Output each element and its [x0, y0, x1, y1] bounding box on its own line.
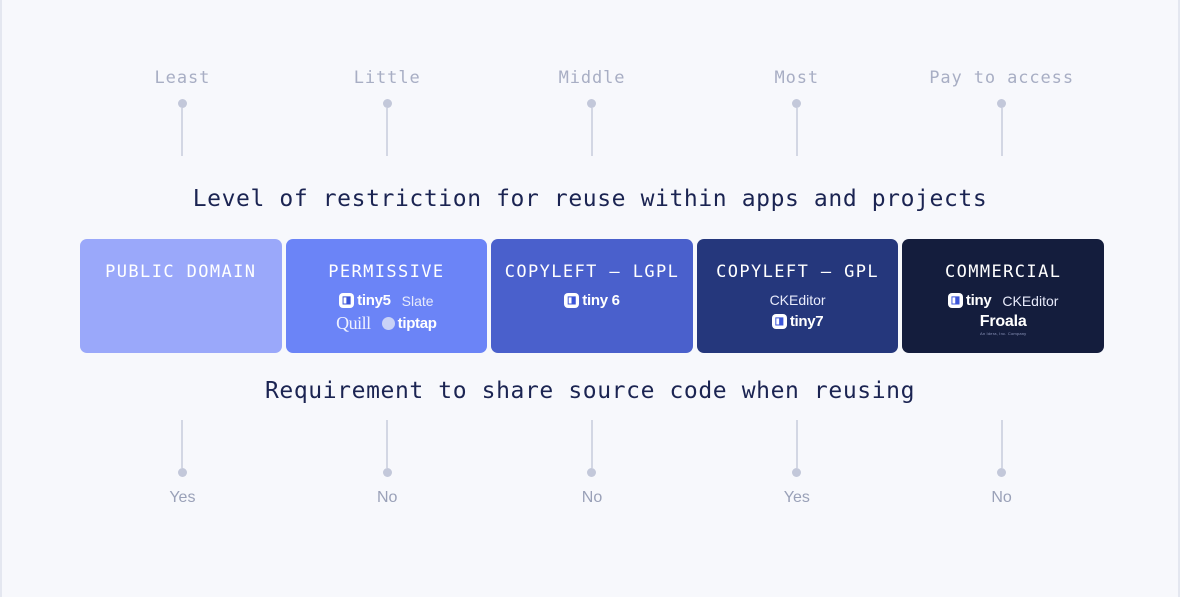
product-logo-name: Quill — [336, 313, 371, 333]
product-logo-name: tiny7 — [789, 313, 824, 330]
product-logo: ◨tiny — [947, 292, 992, 309]
license-tier-title: COPYLEFT — GPL — [716, 262, 880, 282]
top-marker-label: Little — [353, 68, 421, 88]
product-logo-name: tiny5 — [357, 292, 391, 309]
top-marker: Little — [285, 68, 490, 156]
license-tier-card[interactable]: COPYLEFT — GPL CKEditor ◨tiny7 — [696, 239, 899, 353]
top-marker: Pay to access — [899, 68, 1104, 156]
license-tier-logo-row: Quill tiptap — [336, 314, 437, 332]
top-marker-stem — [386, 108, 389, 156]
bottom-marker-dot-icon — [792, 468, 802, 477]
product-logo-name: tiny 6 — [582, 292, 620, 309]
bottom-marker-stem — [590, 420, 593, 468]
bottom-marker-label: Yes — [169, 489, 196, 506]
bottom-marker-label: Yes — [783, 489, 810, 506]
product-logo-name: CKEditor — [1002, 292, 1059, 309]
bottom-marker-label: No — [991, 489, 1012, 506]
license-tier-card[interactable]: PUBLIC DOMAIN — [80, 239, 282, 353]
top-marker-dot-icon — [792, 99, 802, 108]
product-logo: CKEditor — [1002, 293, 1058, 309]
product-logo-name: Froala — [979, 313, 1027, 330]
top-marker-label: Pay to access — [929, 68, 1074, 88]
license-tier-logo-row: ◨tiny5 Slate — [339, 292, 434, 309]
bottom-marker: No — [899, 420, 1104, 508]
license-tier-logo-row: ◨tiny 6 — [564, 292, 620, 309]
product-logo-name: CKEditor — [769, 292, 826, 308]
top-marker-stem — [181, 108, 184, 156]
top-marker: Middle — [490, 68, 695, 156]
bottom-marker-dot-icon — [587, 468, 597, 477]
bottom-marker-label: No — [581, 489, 603, 506]
bottom-marker: No — [285, 420, 490, 508]
bottom-axis-caption: Requirement to share source code when re… — [264, 378, 916, 404]
product-logo-tagline: An Idera, Inc. Company — [979, 331, 1027, 336]
bottom-marker-stem — [795, 420, 798, 468]
license-tier-title: COMMERCIAL — [944, 262, 1062, 282]
bottom-marker: No — [490, 420, 695, 508]
license-tier-logos: ◨tiny 6 — [564, 292, 620, 309]
bottom-marker-dot-icon — [997, 468, 1007, 477]
tiny-logo-icon: ◨ — [771, 314, 787, 329]
top-marker-stem — [590, 108, 593, 156]
product-logo-name: tiptap — [397, 314, 437, 332]
top-marker: Least — [80, 68, 285, 156]
product-logo: ◨tiny 6 — [564, 292, 620, 309]
license-tier-logo-row: ◨tiny7 — [771, 313, 824, 330]
top-marker-dot-icon — [587, 99, 597, 108]
top-marker-dot-icon — [997, 99, 1007, 108]
top-marker-dot-icon — [382, 99, 392, 108]
bottom-axis-markers: Yes No No Yes No — [80, 420, 1104, 508]
top-marker-stem — [1000, 108, 1003, 156]
bottom-marker-dot-icon — [382, 468, 392, 477]
top-marker-stem — [795, 108, 798, 156]
tiptap-circle-icon — [381, 316, 395, 330]
tiny-logo-icon: ◨ — [947, 293, 963, 308]
product-logo: Quill — [336, 314, 371, 332]
bottom-marker: Yes — [80, 420, 285, 508]
product-logo-name: Slate — [401, 292, 434, 309]
top-marker-label: Least — [154, 68, 211, 88]
license-tier-title: PUBLIC DOMAIN — [105, 262, 257, 282]
license-tier-title: PERMISSIVE — [328, 262, 445, 282]
top-marker: Most — [694, 68, 899, 156]
bottom-marker-stem — [181, 420, 184, 468]
product-logo: ◨tiny5 — [339, 292, 391, 309]
product-logo: ◨tiny7 — [771, 313, 824, 330]
top-axis-markers: Least Little Middle Most Pay to access — [80, 68, 1104, 156]
bottom-marker-stem — [1000, 420, 1003, 468]
bottom-marker: Yes — [694, 420, 899, 508]
tiny-logo-icon: ◨ — [564, 293, 580, 308]
license-tier-logo-row: ◨tiny CKEditor — [947, 292, 1058, 309]
product-logo: Slate — [402, 293, 434, 309]
bottom-marker-label: No — [376, 489, 398, 506]
top-marker-label: Most — [774, 68, 820, 88]
license-tier-card[interactable]: COPYLEFT — LGPL ◨tiny 6 — [491, 239, 693, 353]
top-marker-label: Middle — [558, 68, 626, 88]
tiny-logo-icon: ◨ — [339, 293, 355, 308]
top-marker-dot-icon — [177, 99, 187, 108]
license-tier-logo-row: CKEditor — [770, 292, 826, 308]
license-tier-logos: CKEditor ◨tiny7 — [770, 292, 826, 330]
product-logo: CKEditor — [770, 292, 826, 308]
license-tier-title: COPYLEFT — LGPL — [504, 262, 680, 282]
product-logo: tiptap — [381, 314, 437, 332]
top-axis-caption: Level of restriction for reuse within ap… — [192, 186, 988, 212]
product-logo-name: tiny — [965, 292, 992, 309]
bottom-marker-dot-icon — [177, 468, 187, 477]
bottom-marker-stem — [386, 420, 389, 468]
